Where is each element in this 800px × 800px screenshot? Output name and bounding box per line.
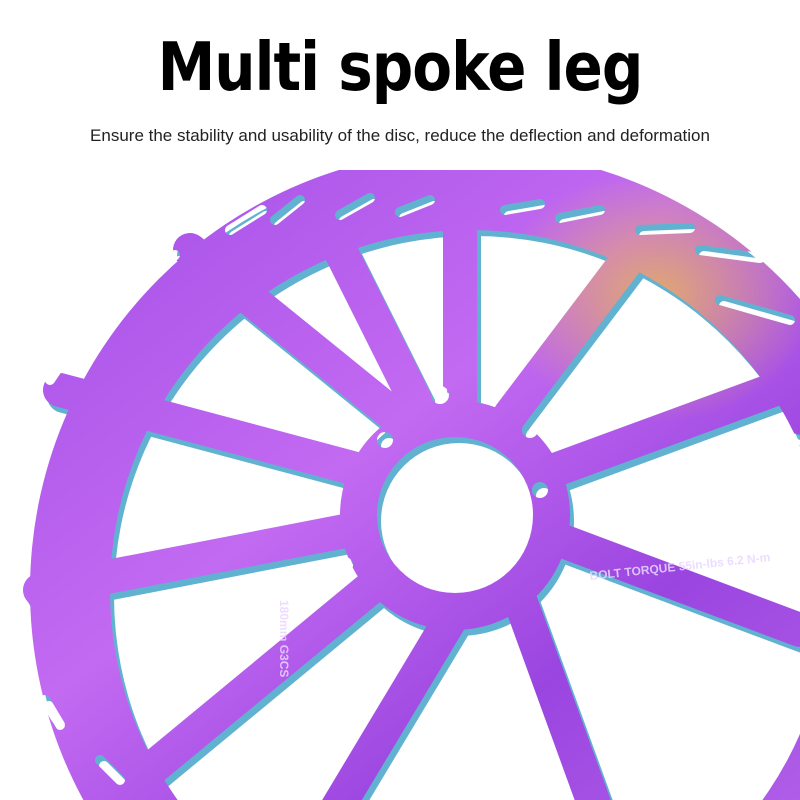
headline: Multi spoke leg <box>157 28 644 107</box>
disc-rotor-image: BOLT TORQUE 55in-lbs 6.2 N-m 180mm G3CS <box>0 170 800 800</box>
subheadline: Ensure the stability and usability of th… <box>90 126 710 145</box>
rotor-photo: BOLT TORQUE 55in-lbs 6.2 N-m 180mm G3CS <box>0 170 800 800</box>
size-engraving: 180mm G3CS <box>277 600 291 677</box>
